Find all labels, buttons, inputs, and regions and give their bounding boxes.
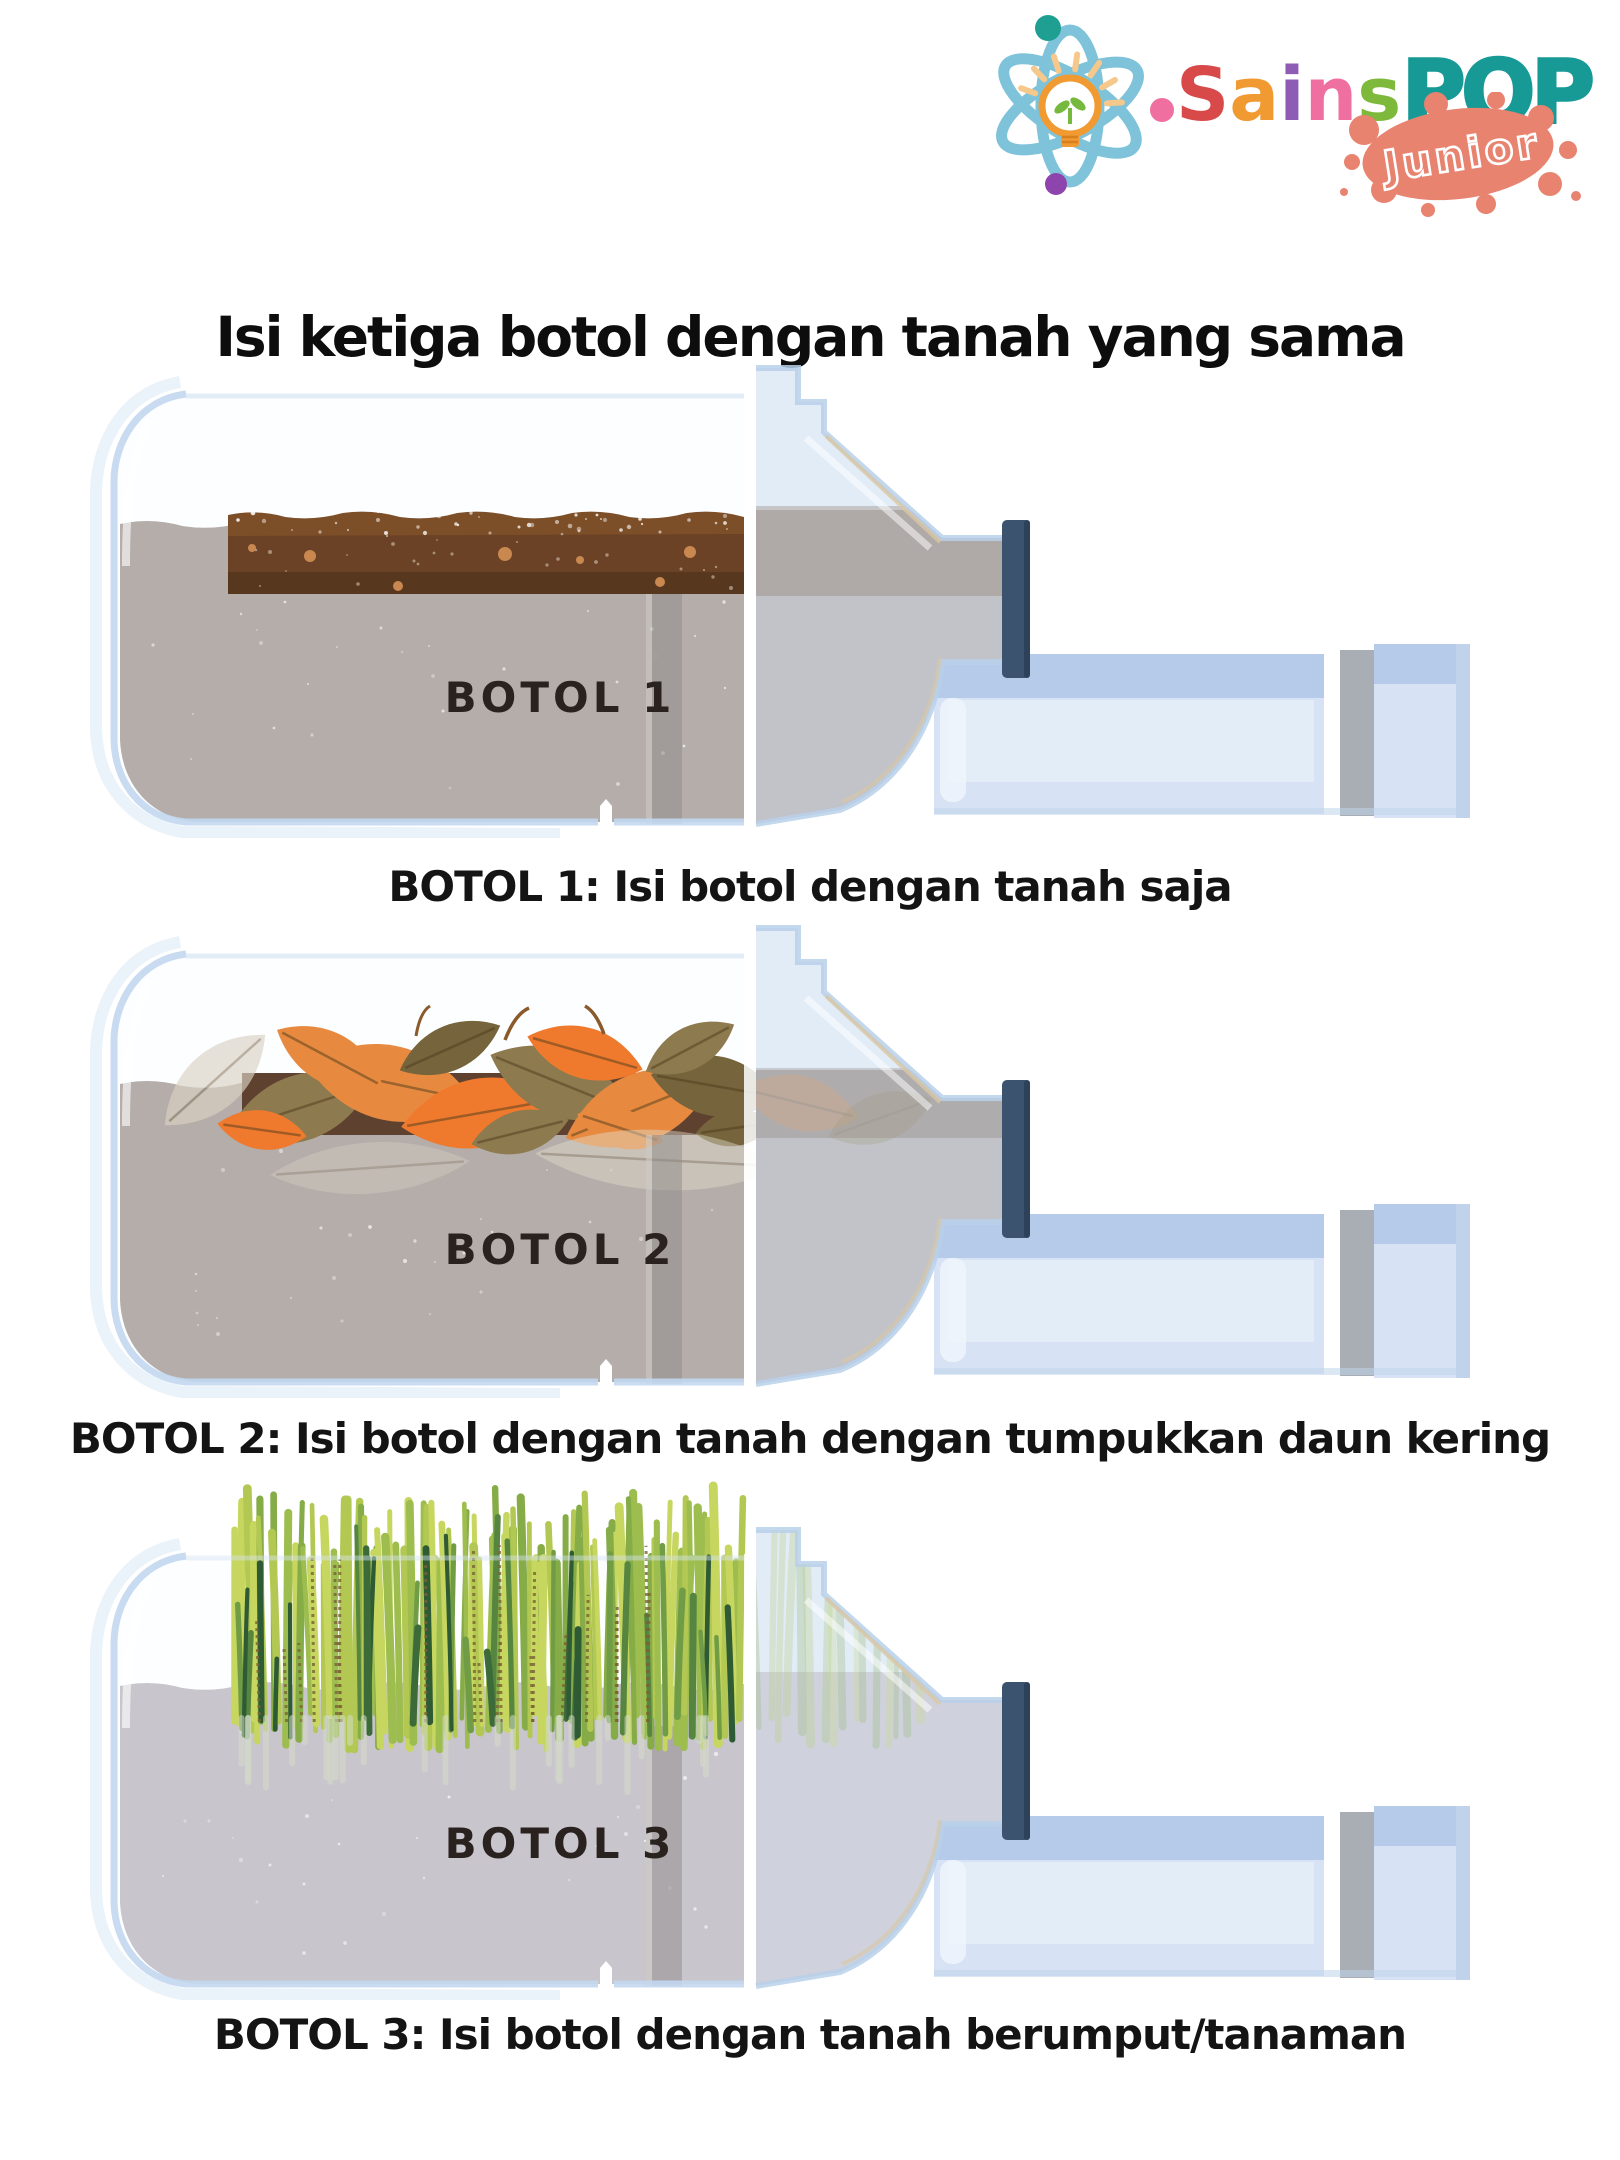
bottle-figure-2: BOTOL 2: [0, 868, 1620, 1398]
bottle-outline: [90, 1527, 1002, 2000]
brand-letter: S: [1176, 52, 1230, 138]
bottle-outline: [90, 925, 1002, 1398]
bottle-label: BOTOL 1: [445, 673, 676, 722]
bottle-figure-1: BOTOL 1: [0, 308, 1620, 838]
atom-lightbulb-icon: [996, 15, 1174, 195]
pink-dot: [1150, 98, 1174, 122]
bottle-seam: [652, 594, 682, 824]
bottle-bottom-notch: [600, 799, 612, 824]
collection-tray-bottle: [934, 1806, 1470, 1980]
bottle-figure-3: BOTOL 3: [0, 1470, 1620, 2000]
bottle-label: BOTOL 3: [445, 1819, 676, 1868]
caption-bottle-2: BOTOL 2: Isi botol dengan tanah dengan t…: [69, 1414, 1551, 1463]
caption-bottle-3: BOTOL 3: Isi botol dengan tanah berumput…: [213, 2010, 1407, 2059]
brand-letter: n: [1304, 52, 1358, 138]
bottle-bottom-notch: [600, 1961, 612, 1986]
bottle-body: [116, 396, 744, 824]
paint-splat-icon: [1340, 92, 1581, 217]
bottle-content: [228, 509, 744, 594]
junior-badge: Junior: [1336, 92, 1586, 222]
bottle-diagram: BOTOL 2: [90, 925, 1470, 1398]
caption-bottle-1: BOTOL 1: Isi botol dengan tanah saja: [388, 862, 1232, 911]
bottle-outline: [90, 365, 1002, 838]
bottle-diagram: BOTOL 3: [90, 1481, 1470, 2000]
grass-content: [231, 1481, 747, 1796]
sainspop-logo: SainsPOP Junior: [976, 8, 1596, 218]
brand-letter: a: [1229, 52, 1280, 138]
bottle-seam: [652, 1726, 682, 1986]
collection-tray-bottle: [934, 1204, 1470, 1378]
electron-dot: [1045, 173, 1067, 195]
electron-dot: [1035, 15, 1061, 41]
brand-letter: i: [1279, 52, 1305, 138]
bottle-cap: [1002, 1682, 1030, 1840]
bottle-body: [116, 956, 744, 1384]
bottle-cap: [1002, 1080, 1030, 1238]
bottle-label: BOTOL 2: [445, 1225, 676, 1274]
bottle-cap: [1002, 520, 1030, 678]
page-title: Isi ketiga botol dengan tanah yang sama: [215, 304, 1406, 369]
bottle-diagram: BOTOL 1: [90, 365, 1470, 838]
collection-tray-bottle: [934, 644, 1470, 818]
bottle-bottom-notch: [600, 1359, 612, 1384]
atom-lightbulb-icon: [976, 12, 1176, 202]
bottle-seam: [652, 1135, 682, 1384]
